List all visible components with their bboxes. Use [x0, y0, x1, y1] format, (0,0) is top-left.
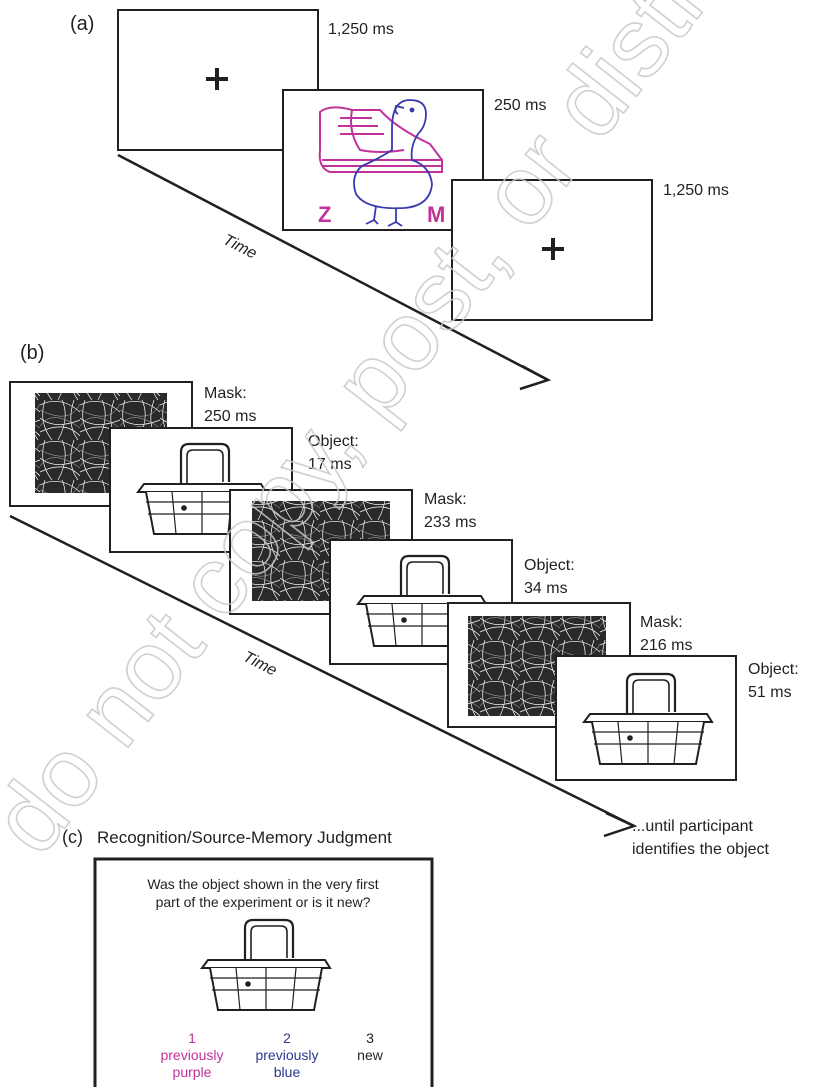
panel-b-frame-1-line2: 250 ms: [204, 408, 256, 425]
option-1-number: 1: [188, 1030, 196, 1046]
panel-b-object-frame-3: [556, 656, 736, 780]
panel-b-frame-2-line2: 17 ms: [308, 456, 352, 473]
panel-b-time-label: Time: [240, 648, 279, 679]
panel-c-title: Recognition/Source-Memory Judgment: [97, 828, 392, 847]
panel-b-end-note-line2: identifies the object: [632, 841, 770, 858]
panel-a-label: (a): [70, 13, 94, 35]
panel-a-time-label: Time: [220, 231, 259, 262]
panel-b-label: (b): [20, 342, 44, 364]
panel-b-frame-3-line2: 233 ms: [424, 514, 476, 531]
panel-b-frame-6-line2: 51 ms: [748, 684, 792, 701]
panel-a-frame-3: [452, 180, 652, 320]
panel-a-duration-1: 1,250 ms: [328, 21, 394, 38]
question-line-1: Was the object shown in the very first: [147, 876, 378, 892]
panel-c-label: (c): [62, 827, 83, 847]
panel-b-frame-6-line1: Object:: [748, 661, 799, 678]
panel-a-duration-2: 250 ms: [494, 97, 546, 114]
panel-a-duration-3: 1,250 ms: [663, 182, 729, 199]
panel-b-frame-3-line1: Mask:: [424, 491, 467, 508]
panel-b-frame-5-line2: 216 ms: [640, 637, 692, 654]
option-2-line2: blue: [274, 1064, 301, 1080]
judgment-screen: Was the object shown in the very first p…: [95, 859, 432, 1087]
letter-m: M: [427, 202, 445, 227]
panel-b-frame-4-line2: 34 ms: [524, 580, 568, 597]
option-3-line1: new: [357, 1047, 384, 1063]
panel-b-frame-1-line1: Mask:: [204, 385, 247, 402]
panel-b-frame-2-line1: Object:: [308, 433, 359, 450]
panel-b-end-note-line1: ...until participant: [632, 818, 754, 835]
panel-b-frame-4-line1: Object:: [524, 557, 575, 574]
option-1-line1: previously: [160, 1047, 223, 1063]
option-3-number: 3: [366, 1030, 374, 1046]
option-2-line1: previously: [255, 1047, 318, 1063]
letter-z: Z: [318, 202, 331, 227]
question-line-2: part of the experiment or is it new?: [156, 894, 371, 910]
panel-b-frame-5-line1: Mask:: [640, 614, 683, 631]
option-2-number: 2: [283, 1030, 291, 1046]
option-1-line2: purple: [173, 1064, 212, 1080]
